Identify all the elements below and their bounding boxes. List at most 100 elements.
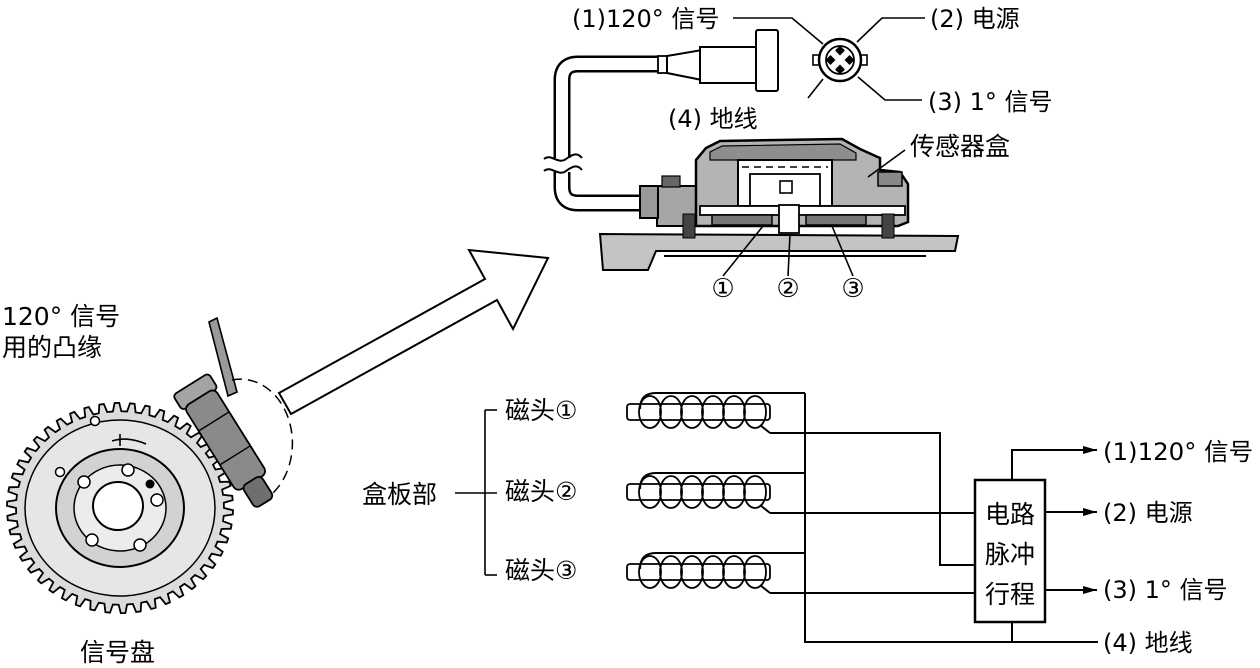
coil-core [626,563,771,581]
zoom-arrow [277,248,550,416]
board-label: 盒板部 [362,480,437,509]
output-label-120: (1)120° 信号 [1103,438,1253,466]
sensor-box-assembly [598,137,960,271]
coil-ground-lead [639,472,805,490]
disc-bolt-hole [85,533,99,547]
head-label-2: 磁头② [505,477,577,506]
connector-pin [835,45,845,56]
board-bracket [455,409,497,576]
coil-winding-loop [659,395,683,429]
coil1-signal-wire [770,432,975,566]
coil-core [626,483,771,501]
coil-winding-loop [659,475,683,509]
magnetic-head-2 [778,204,800,234]
leader-head-2 [787,233,791,277]
magnetic-head-1 [711,214,773,226]
pin2-label: (2) 电源 [930,5,1020,33]
pin1-label: (1)120° 信号 [572,5,719,33]
pickup-probe [173,316,294,508]
coil-winding-loop [680,555,704,589]
head-marker-1: ① [711,274,734,304]
circuit-label-line1: 电路 [985,500,1035,529]
cable-gland [639,185,659,219]
plug-body [699,46,759,84]
coil-winding-loop [638,555,662,589]
leader-pin2 [856,17,925,43]
coil-winding-loop [722,555,746,589]
plug-cap [755,29,779,92]
cable-outer [553,55,666,212]
housing-right-nub [877,171,903,187]
coil-ground-lead [639,552,805,570]
connector-pin [844,55,855,65]
coil-winding-loop [743,475,767,509]
head-marker-2: ② [776,274,799,304]
coil-winding-loop [743,395,767,429]
coil-winding-loop [638,395,662,429]
disc-marker-dot [145,479,155,489]
coil-winding-loop [659,555,683,589]
coil-signal-lead [759,424,771,434]
cable-inner [556,58,666,209]
circuit-label-line3: 行程 [985,580,1035,609]
coil-signal-lead [759,584,771,594]
disc-bolt-hole [77,475,91,489]
housing-top-shade [709,143,857,161]
pin3-label: (3) 1° 信号 [928,88,1053,116]
connector-pin [835,64,845,75]
coil-winding-loop [722,395,746,429]
head-label-3: 磁头③ [505,556,577,585]
flange-hole [54,466,66,478]
signal-disc [6,401,234,615]
cable-break-mark [543,165,583,174]
probe-rod [208,316,238,398]
leader-pin1 [733,17,824,45]
leader-pin3 [857,76,922,101]
output-label-ground: (4) 地线 [1103,629,1193,657]
circuit-label-line2: 脉冲 [985,540,1035,569]
coil-winding-loop [701,475,725,509]
output-120-wire [1011,446,1097,480]
coil-1 [626,392,805,434]
coil-core [626,403,771,421]
coil-2 [626,472,805,514]
coil-group [626,392,805,594]
leader-head-1 [722,225,764,277]
coil-winding-loop [722,475,746,509]
screw-left [682,213,696,239]
magnetic-head-3 [805,214,867,226]
coil-winding-loop [701,395,725,429]
disc-bolt-hole [150,493,164,507]
gland-nut [661,175,681,188]
screw-right [881,213,895,239]
sensor-cable [543,55,666,212]
coil-winding-loop [638,475,662,509]
signal-disc-label: 信号盘 [80,638,155,667]
flange-hole [89,415,101,427]
flange-label-line2: 用的凸缘 [2,333,102,362]
cable-break-mark [543,153,583,162]
rotation-mark [111,438,147,445]
zoom-circle [231,378,294,495]
disc-bolt-hole [133,538,147,552]
cable-plug [657,29,779,92]
probe-nose [242,475,274,508]
coil-signal-lead [759,504,771,514]
output-label-power: (2) 电源 [1103,499,1193,527]
flange-label-line1: 120° 信号 [2,302,120,331]
coil-ground-lead [639,392,805,410]
pin4-label: (4) 地线 [668,105,758,133]
disc-bolt-hole [121,463,135,477]
sensor-box-label: 传感器盒 [910,132,1010,161]
head-marker-3: ③ [841,274,864,304]
inner-square [779,180,793,194]
leader-sensor-box [867,149,906,178]
head-label-1: 磁头① [505,396,577,425]
coil-winding-loop [680,395,704,429]
probe-band [219,445,251,466]
ground-bus [804,393,1098,643]
coil-winding-loop [743,555,767,589]
output-label-1deg: (3) 1° 信号 [1103,576,1228,604]
pulse-circuit-box [973,478,1047,624]
